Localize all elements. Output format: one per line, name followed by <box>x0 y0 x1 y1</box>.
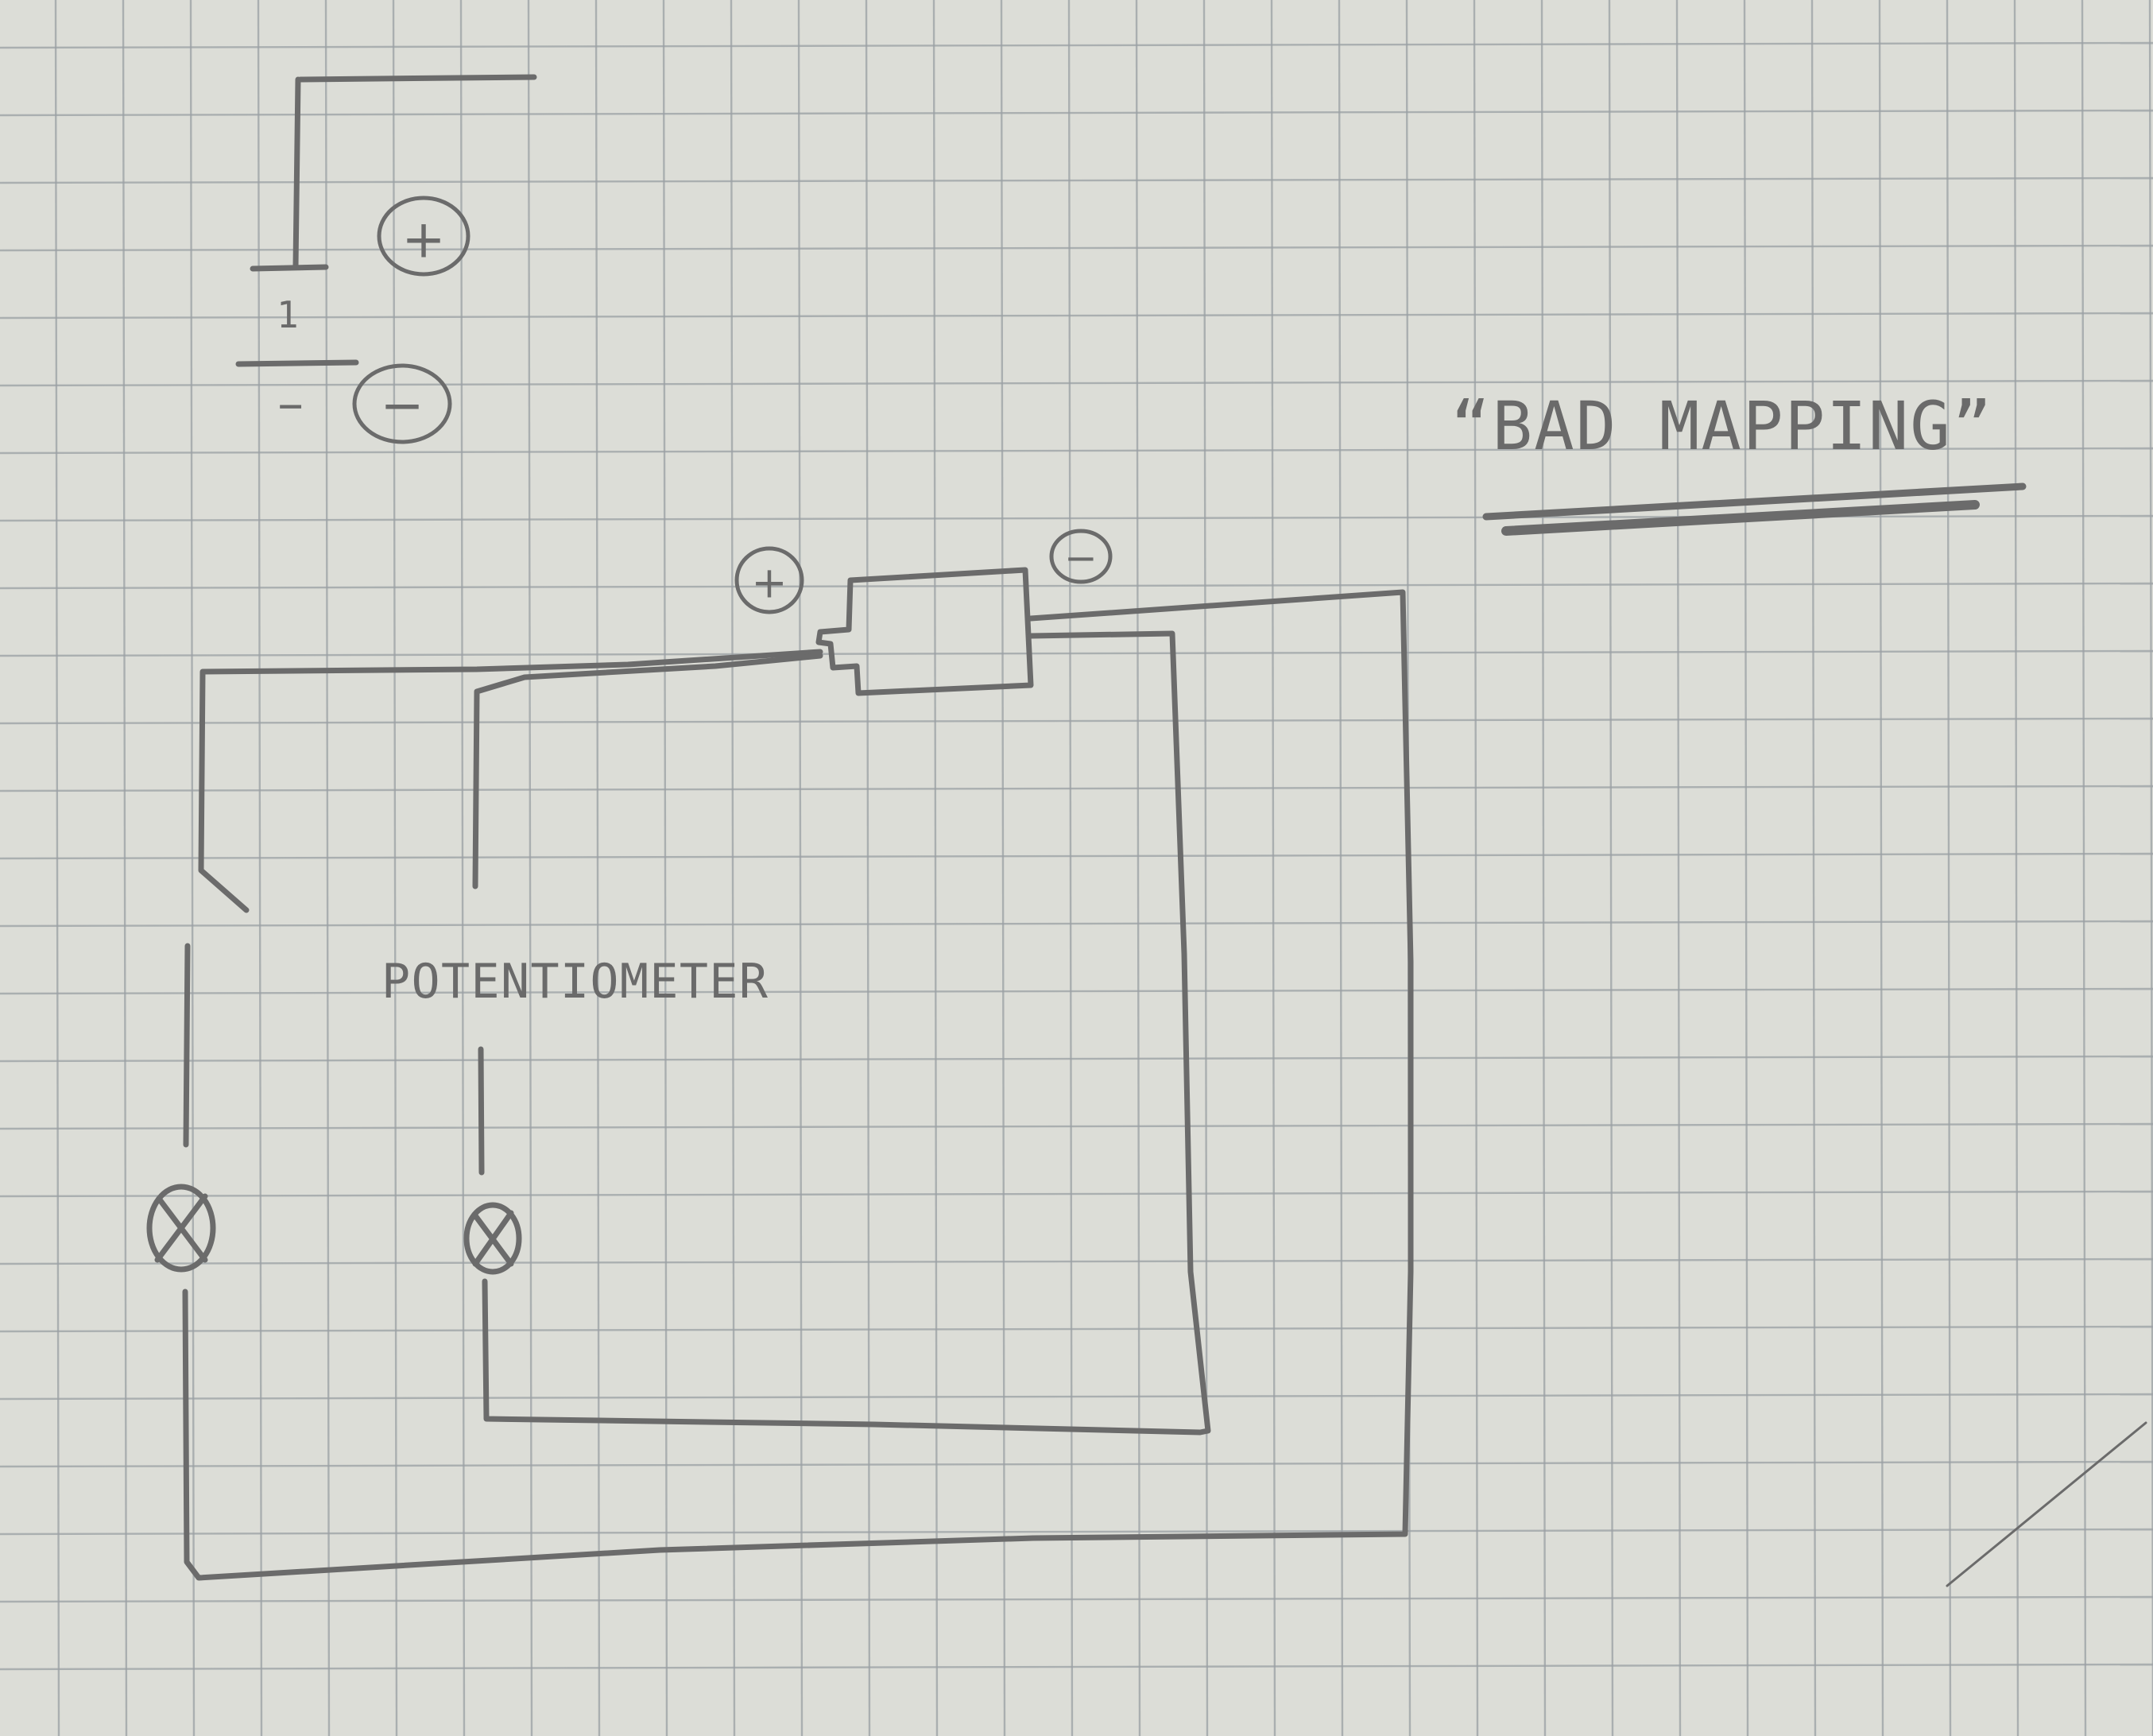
lamp-left-circle <box>146 1184 216 1273</box>
stray-pencil-mark <box>1946 1421 2147 1587</box>
grid-line-vertical <box>1202 0 1209 1736</box>
wire-inner-loop <box>482 630 1211 1436</box>
grid-line-vertical <box>1000 0 1006 1736</box>
grid-line-horizontal <box>0 1460 2153 1468</box>
grid-line-vertical <box>1675 0 1682 1736</box>
switch-plus-circle <box>734 546 804 614</box>
grid-line-horizontal <box>0 649 2153 657</box>
switch-box <box>815 567 1034 696</box>
lamp-right-cross <box>471 1210 514 1267</box>
battery-plus-circle <box>377 196 470 277</box>
note-underline-1 <box>1482 482 2027 521</box>
grid-line-vertical <box>1135 0 1141 1736</box>
grid-line-vertical <box>1540 0 1547 1736</box>
grid-line-vertical <box>1608 0 1614 1736</box>
grid-line-vertical <box>1473 0 1479 1736</box>
grid-line-horizontal <box>0 717 2153 725</box>
grid-line-horizontal <box>0 785 2153 792</box>
lamp-left <box>146 1184 216 1273</box>
battery-tick-plus: 1 <box>277 293 299 336</box>
wire-right-lamp-lead <box>478 1046 485 1176</box>
grid-line-horizontal <box>0 852 2153 860</box>
grid-line-horizontal <box>0 1325 2153 1333</box>
switch-plus-label: + <box>751 558 787 608</box>
grid-line-horizontal <box>0 1122 2153 1130</box>
wire-left-lamp-lead <box>183 943 191 1148</box>
battery-short-plate <box>235 359 359 367</box>
battery-symbol: 1 − + − <box>235 74 537 444</box>
grid-line-horizontal <box>0 987 2153 995</box>
note-underline-2 <box>1501 500 1980 536</box>
grid-line-vertical <box>1338 0 1344 1736</box>
grid-line-vertical <box>865 0 871 1736</box>
grid-line-vertical <box>392 0 398 1736</box>
grid-line-horizontal <box>0 312 2153 320</box>
grid-line-horizontal <box>0 920 2153 928</box>
grid-line-vertical <box>54 0 60 1736</box>
lamp-right <box>463 1202 522 1275</box>
switch-minus-label: − <box>1064 535 1098 581</box>
wire-outer-loop <box>182 589 1414 1581</box>
lamp-right-circle <box>463 1202 522 1275</box>
battery-tick-minus: − <box>278 382 303 430</box>
battery-top-wire <box>297 74 537 83</box>
switch-component: + − <box>734 529 1113 696</box>
grid-line-vertical <box>797 0 804 1736</box>
grid-line-horizontal <box>0 1663 2153 1671</box>
grid-line-horizontal <box>0 1190 2153 1198</box>
grid-line-vertical <box>527 0 533 1736</box>
grid-line-horizontal <box>0 244 2153 252</box>
wire-left-branch <box>198 649 823 913</box>
grid-line-vertical <box>1878 0 1884 1736</box>
battery-minus-circle <box>352 363 452 444</box>
grid-line-horizontal <box>0 176 2153 184</box>
grid-line-vertical <box>257 0 263 1736</box>
battery-plus-label: + <box>401 209 445 270</box>
battery-minus-label: − <box>380 375 424 436</box>
battery-long-plate <box>250 264 329 272</box>
grid-line-vertical <box>2148 0 2153 1736</box>
grid-line-vertical <box>594 0 601 1736</box>
switch-minus-circle <box>1049 529 1113 584</box>
grid-line-vertical <box>1270 0 1276 1736</box>
grid-line-vertical <box>2013 0 2019 1736</box>
grid-line-horizontal <box>0 41 2153 49</box>
grid-line-vertical <box>730 0 736 1736</box>
grid-line-vertical <box>1810 0 1817 1736</box>
grid-line-horizontal <box>0 109 2153 117</box>
grid-line-vertical <box>324 0 331 1736</box>
grid-line-vertical <box>1946 0 1952 1736</box>
grid-line-horizontal <box>0 1528 2153 1536</box>
grid-line-horizontal <box>0 1257 2153 1265</box>
grid-line-vertical <box>189 0 196 1736</box>
grid-line-horizontal <box>0 1595 2153 1603</box>
grid-line-vertical <box>122 0 128 1736</box>
grid-line-vertical <box>1067 0 1074 1736</box>
grid-line-horizontal <box>0 582 2153 590</box>
grid-line-vertical <box>1743 0 1749 1736</box>
bad-mapping-note: “BAD MAPPING” <box>1450 387 1993 465</box>
lamp-left-cross <box>154 1193 208 1263</box>
grid-line-horizontal <box>0 447 2153 455</box>
wire-potentiometer-branch <box>472 653 823 889</box>
grid-line-horizontal <box>0 1055 2153 1063</box>
grid-line-vertical <box>932 0 939 1736</box>
battery-lead <box>292 76 301 269</box>
grid-line-vertical <box>662 0 668 1736</box>
grid-line-horizontal <box>0 1393 2153 1401</box>
grid-line-vertical <box>2081 0 2087 1736</box>
grid-line-vertical <box>459 0 466 1736</box>
